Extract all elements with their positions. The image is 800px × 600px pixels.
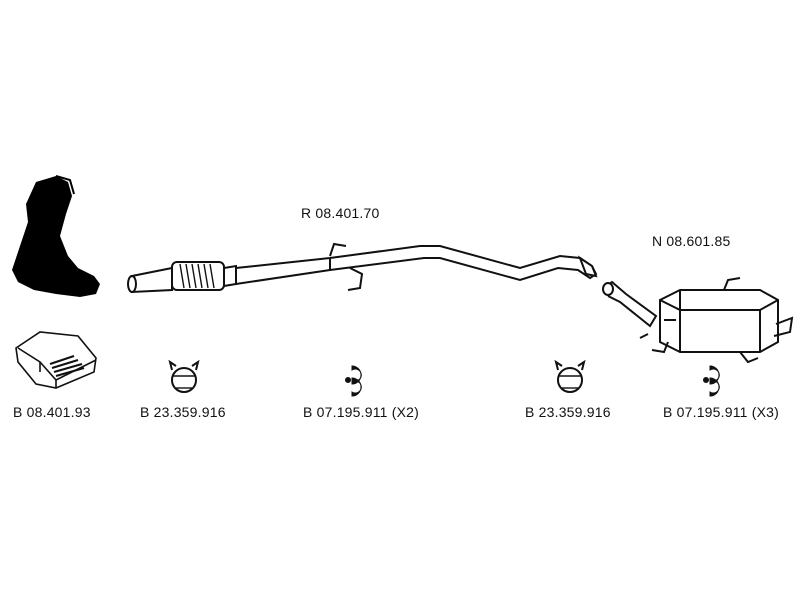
- center-pipe-label: R 08.401.70: [301, 205, 380, 221]
- center-pipe-part: [127, 242, 598, 294]
- clamp-front-label: B 23.359.916: [140, 404, 226, 420]
- hanger-rear-part: [703, 365, 720, 397]
- hanger-front-part: [345, 365, 362, 397]
- front-pipe-part: [12, 175, 100, 297]
- clamp-front-part: [168, 359, 200, 393]
- mounting-kit-label: B 08.401.93: [13, 404, 91, 420]
- clamp-rear-label: B 23.359.916: [525, 404, 611, 420]
- rear-silencer-part: [602, 277, 794, 364]
- mounting-kit-part: [15, 331, 97, 389]
- hanger-rear-label: B 07.195.911 (X3): [663, 404, 779, 420]
- clamp-rear-part: [554, 359, 586, 393]
- hanger-front-label: B 07.195.911 (X2): [303, 404, 419, 420]
- rear-silencer-label: N 08.601.85: [652, 233, 731, 249]
